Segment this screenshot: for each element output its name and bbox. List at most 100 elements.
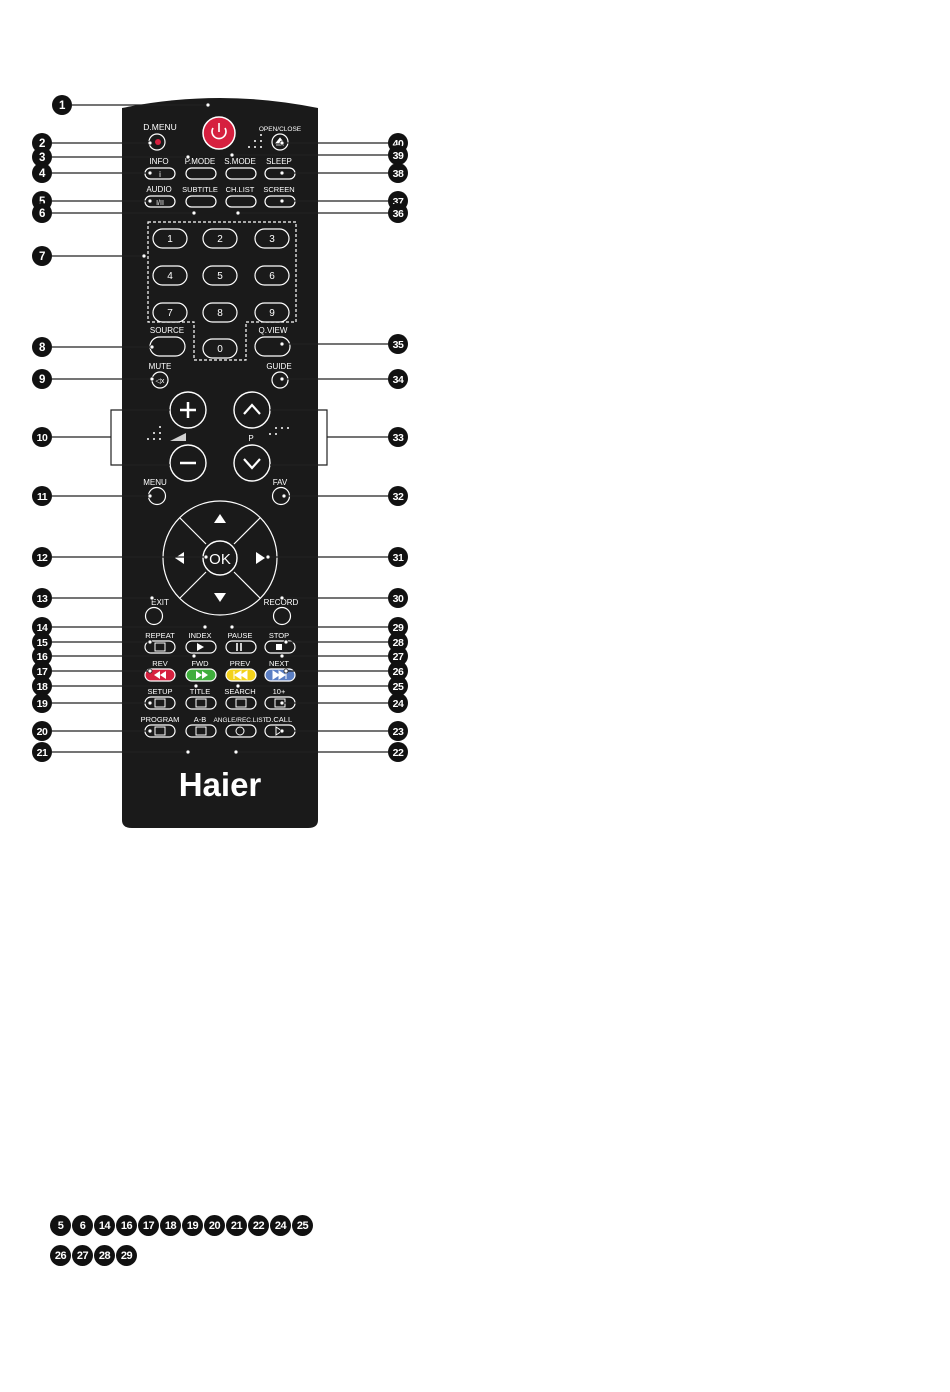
angle-reclist-button[interactable]	[225, 724, 257, 738]
callout-number: 4	[39, 168, 46, 180]
channel-up-button[interactable]	[233, 391, 271, 429]
ab-label: A-B	[194, 715, 207, 724]
callout-14: 14	[32, 617, 52, 637]
callout-19: 19	[32, 693, 52, 713]
number-badge-16: 16	[116, 1215, 137, 1236]
leader-end	[191, 653, 197, 659]
digit-key-2[interactable]: 2	[202, 228, 238, 249]
repeat-label: REPEAT	[145, 631, 175, 640]
arrow-left-icon[interactable]	[175, 552, 184, 564]
digit-label: 7	[167, 308, 173, 319]
ab-button[interactable]	[185, 724, 217, 738]
callout-35: 35	[388, 334, 408, 354]
prev-label: PREV	[230, 659, 250, 668]
leader-end	[279, 170, 285, 176]
chevron-down-icon	[243, 458, 261, 470]
pmode-button[interactable]	[185, 167, 217, 180]
callout-11: 11	[32, 486, 52, 506]
leader-end	[147, 639, 153, 645]
leader-end	[149, 595, 155, 601]
callout-7: 7	[32, 246, 52, 266]
chlist-button[interactable]	[225, 195, 257, 208]
guide-label: GUIDE	[266, 362, 291, 371]
callout-1: 1	[52, 95, 72, 115]
smode-label: S.MODE	[224, 157, 256, 166]
arrow-right-icon[interactable]	[256, 552, 265, 564]
callout-number: 23	[393, 726, 404, 738]
callout-33: 33	[388, 427, 408, 447]
digit-key-9[interactable]: 9	[254, 302, 290, 323]
callout-number: 18	[37, 681, 48, 693]
callout-number: 9	[39, 374, 45, 386]
leader-end	[279, 700, 285, 706]
callout-number: 37	[393, 196, 404, 208]
callout-number: 14	[37, 622, 48, 634]
search-icon	[235, 698, 247, 708]
digit-label: 4	[167, 271, 173, 282]
callout-number: 35	[393, 339, 404, 351]
volume-down-button[interactable]	[169, 444, 207, 482]
callout-30: 30	[388, 588, 408, 608]
leader-end	[235, 210, 241, 216]
arrow-up-icon[interactable]	[214, 514, 226, 523]
audio-label: AUDIO	[146, 185, 171, 194]
qview-button[interactable]	[254, 336, 291, 357]
search-button[interactable]	[225, 696, 257, 710]
digit-label: 1	[167, 234, 173, 245]
digit-key-6[interactable]: 6	[254, 265, 290, 286]
info-i-icon: i	[159, 170, 161, 179]
callout-20: 20	[32, 721, 52, 741]
callout-21: 21	[32, 742, 52, 762]
program-icon	[154, 726, 166, 736]
callout-34: 34	[388, 369, 408, 389]
arrow-down-icon[interactable]	[214, 593, 226, 602]
digit-label: 2	[217, 234, 223, 245]
callout-number: 21	[37, 747, 48, 759]
volume-up-button[interactable]	[169, 391, 207, 429]
channel-down-button[interactable]	[233, 444, 271, 482]
plus-icon	[180, 402, 196, 418]
number-badge-24: 24	[270, 1215, 291, 1236]
leader-end	[202, 624, 208, 630]
callout-24: 24	[388, 693, 408, 713]
audio-i-ii-icon: I/II	[156, 200, 164, 207]
callout-number: 1	[59, 100, 66, 112]
callout-32: 32	[388, 486, 408, 506]
chlist-label: CH.LIST	[226, 185, 255, 194]
smode-button[interactable]	[225, 167, 257, 180]
number-badge-20: 20	[204, 1215, 225, 1236]
source-button[interactable]	[149, 336, 186, 357]
repeat-button[interactable]	[144, 640, 176, 654]
record-button[interactable]	[272, 606, 292, 626]
digit-key-8[interactable]: 8	[202, 302, 238, 323]
power-icon	[211, 127, 227, 140]
exit-label: EXIT	[151, 598, 169, 607]
callout-number: 27	[393, 651, 404, 663]
title-button[interactable]	[185, 696, 217, 710]
digit-key-3[interactable]: 3	[254, 228, 290, 249]
digit-key-7[interactable]: 7	[152, 302, 188, 323]
ten-plus-label: 10+	[273, 687, 286, 696]
digit-key-4[interactable]: 4	[152, 265, 188, 286]
callout-number: 28	[393, 637, 404, 649]
leader-end	[147, 198, 153, 204]
digit-key-1[interactable]: 1	[152, 228, 188, 249]
digit-label: 5	[217, 271, 223, 282]
callout-36: 36	[388, 203, 408, 223]
mute-button[interactable]: ◁x	[151, 371, 169, 389]
subtitle-button[interactable]	[185, 195, 217, 208]
ok-button[interactable]: OK	[202, 540, 238, 576]
digit-key-0[interactable]: 0	[202, 338, 238, 359]
leader-end	[279, 376, 285, 382]
skip-previous-icon	[233, 670, 248, 680]
power-button[interactable]	[202, 116, 236, 150]
callout-15: 15	[32, 632, 52, 652]
leader-end	[205, 102, 211, 108]
exit-button[interactable]	[144, 606, 164, 626]
number-badge-22: 22	[248, 1215, 269, 1236]
play-icon	[197, 643, 204, 651]
digit-key-5[interactable]: 5	[202, 265, 238, 286]
callout-number: 5	[39, 196, 46, 208]
record-label: RECORD	[264, 598, 299, 607]
